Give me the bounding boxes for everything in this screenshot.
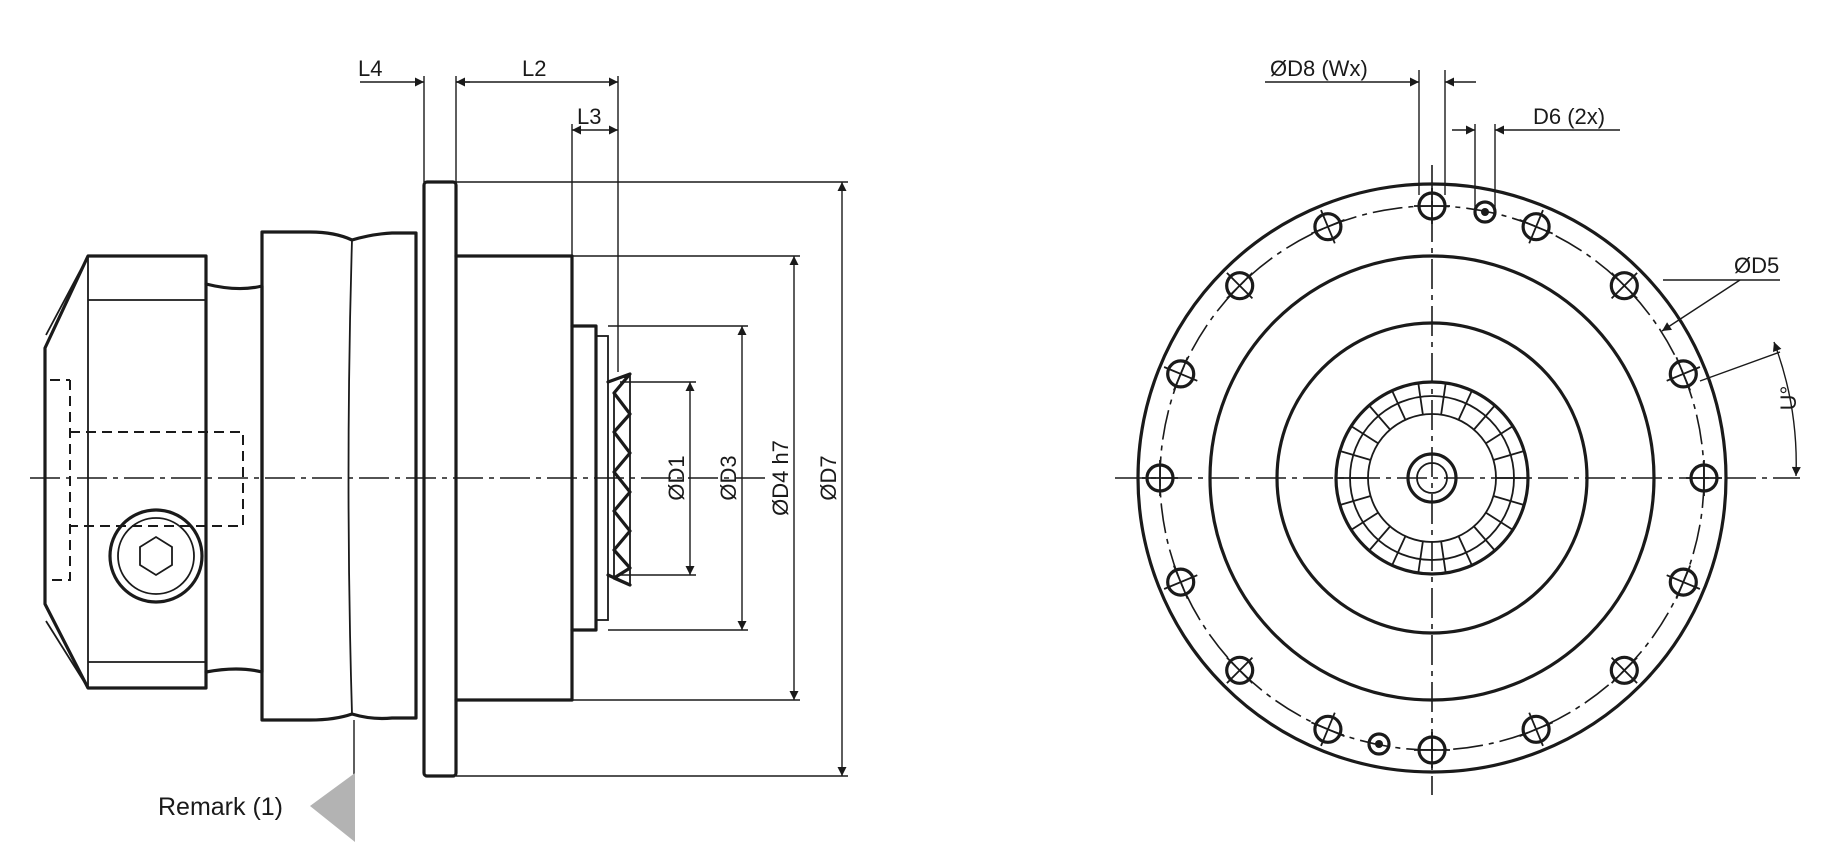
bolt-hole <box>1142 460 1178 496</box>
bolt-hole <box>1609 655 1639 685</box>
dim-l2-label: L2 <box>522 56 546 81</box>
pin-hole-bottom <box>1367 732 1391 756</box>
clamp-ring-groove <box>347 239 353 715</box>
housing-outline <box>1208 254 1656 702</box>
pinion-tooth <box>1350 425 1379 445</box>
hex-socket-icon <box>139 535 173 577</box>
pinion-tooth <box>1493 450 1525 461</box>
bolt-hole <box>1414 732 1450 768</box>
pinion-tooth <box>1485 425 1514 445</box>
adapter-facet-bottom <box>45 620 89 689</box>
dim-l3-label: L3 <box>577 104 601 129</box>
shaft-bore-inner <box>1416 462 1448 494</box>
remark-label: Remark (1) <box>158 793 283 821</box>
clamp-ring <box>260 230 418 722</box>
pilot-outline <box>1275 321 1589 635</box>
dim-d7-label: ØD7 <box>816 455 841 500</box>
pinion-tooth <box>1368 404 1391 431</box>
bolt-hole <box>1686 460 1722 496</box>
pinion-tooth <box>1339 450 1371 461</box>
angle-u-arc <box>1772 341 1801 477</box>
pinion-tooth <box>1391 535 1407 566</box>
pinion-tooth <box>1473 404 1496 431</box>
pinion-tooth <box>1417 541 1424 574</box>
bolt-hole <box>1609 271 1639 301</box>
bolt-hole <box>1666 565 1701 600</box>
side-view: Remark (1) L4 L2 L3 ØD1 ØD3 ØD4 h7 <box>30 56 848 842</box>
bolt-hole <box>1163 565 1198 600</box>
bolt-hole <box>1666 356 1701 391</box>
output-housing <box>454 254 574 702</box>
pinion-tooth <box>1457 390 1473 421</box>
hidden-bore <box>50 379 244 581</box>
front-view: ØD8 (Wx) D6 (2x) ØD5 U° <box>1115 56 1801 795</box>
dim-d4-label: ØD4 h7 <box>768 440 793 516</box>
pinion-tooth <box>1391 390 1407 421</box>
bolt-hole <box>1414 188 1450 224</box>
clamp-screw-head <box>108 508 204 604</box>
dim-d6-label: D6 (2x) <box>1533 104 1605 129</box>
pinion-tooth <box>1417 382 1424 415</box>
flange-outline <box>1136 182 1728 774</box>
pinion-tooth <box>1339 495 1371 506</box>
dim-d3-label: ØD3 <box>716 455 741 500</box>
motor-adapter-body <box>43 254 208 690</box>
pinion-teeth <box>606 372 632 587</box>
dim-d5-arrow <box>1661 279 1741 332</box>
bolt-hole <box>1519 712 1554 747</box>
pinion-tooth <box>1440 541 1447 574</box>
pinion-tooth <box>1368 525 1391 552</box>
bolt-hole <box>1225 655 1255 685</box>
pinion-tooth <box>1440 382 1447 415</box>
pinion-tooth <box>1457 535 1473 566</box>
output-flange <box>422 180 458 778</box>
dim-l4-label: L4 <box>358 56 382 81</box>
pinion-hub-face <box>595 335 609 621</box>
dim-d8-label: ØD8 (Wx) <box>1270 56 1368 81</box>
pinion-teeth-front <box>1336 382 1528 574</box>
bolt-hole <box>1310 712 1345 747</box>
bolt-holes <box>1142 188 1722 768</box>
bolt-hole <box>1519 209 1554 244</box>
pinion-tooth <box>1493 495 1525 506</box>
bolt-hole <box>1310 209 1345 244</box>
shaft-bore <box>1406 452 1458 504</box>
angle-u-label: U° <box>1776 386 1801 411</box>
dim-d1-label: ØD1 <box>664 455 689 500</box>
remark-arrow-icon <box>310 773 355 842</box>
angle-u-ray <box>1699 351 1781 382</box>
pinion-tooth <box>1485 511 1514 531</box>
bolt-hole <box>1163 356 1198 391</box>
bolt-hole <box>1225 271 1255 301</box>
pinion-tooth <box>1350 511 1379 531</box>
dim-d5-label: ØD5 <box>1734 253 1779 278</box>
clamp-screw-ring <box>117 517 195 595</box>
pinion-tooth <box>1473 525 1496 552</box>
adapter-edge-bottom <box>45 255 89 336</box>
